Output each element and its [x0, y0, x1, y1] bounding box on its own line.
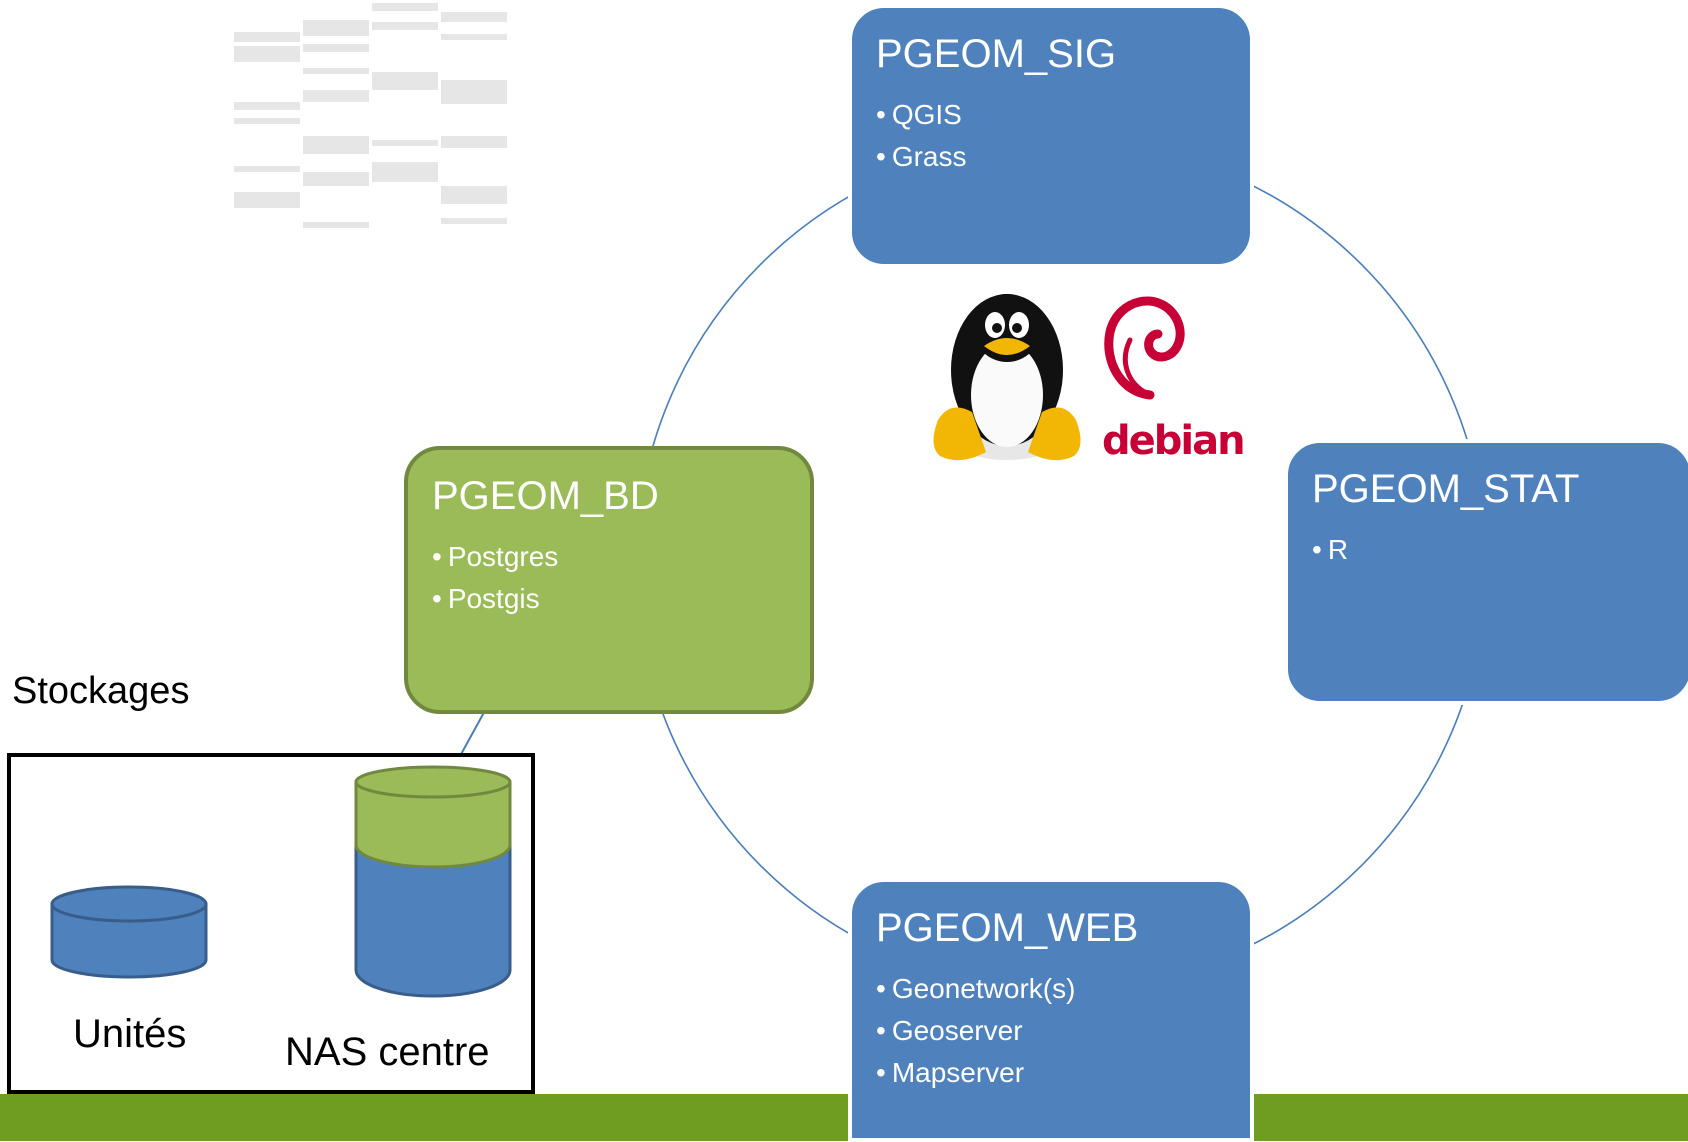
- node-pgeom-sig: PGEOM_SIG QGIS Grass: [848, 4, 1254, 268]
- list-item: Geoserver: [876, 1010, 1075, 1052]
- node-title: PGEOM_BD: [432, 474, 659, 518]
- node-pgeom-stat: PGEOM_STAT R: [1284, 439, 1688, 705]
- list-item: Geonetwork(s): [876, 968, 1076, 1010]
- node-pgeom-web: PGEOM_WEB Geonetwork(s) Geoserver Mapser…: [848, 878, 1254, 1142]
- list-item: Mapserver: [876, 1052, 1075, 1094]
- list-item: QGIS: [876, 94, 967, 136]
- storage-title: Stockages: [12, 670, 190, 712]
- debian-wordmark: debian: [1102, 418, 1246, 464]
- list-item: Grass: [876, 136, 967, 178]
- units-label: Unités: [73, 1012, 187, 1056]
- faded-background-texture: [234, 3, 507, 228]
- node-items: QGIS Grass: [876, 94, 967, 178]
- node-items: R: [1312, 529, 1348, 571]
- list-item: Postgis: [432, 578, 558, 620]
- node-items: Postgres Postgis: [432, 536, 559, 620]
- list-item: R: [1312, 529, 1348, 571]
- nas-label: NAS centre: [285, 1030, 490, 1074]
- node-items: Geonetwork(s) Geoserver Mapserver: [876, 968, 1076, 1094]
- node-title: PGEOM_WEB: [876, 906, 1139, 950]
- node-title: PGEOM_SIG: [876, 32, 1117, 76]
- node-pgeom-bd: PGEOM_BD Postgres Postgis: [404, 446, 814, 714]
- node-title: PGEOM_STAT: [1312, 467, 1580, 511]
- list-item: Postgres: [432, 536, 559, 578]
- footer-band: [0, 1094, 1688, 1141]
